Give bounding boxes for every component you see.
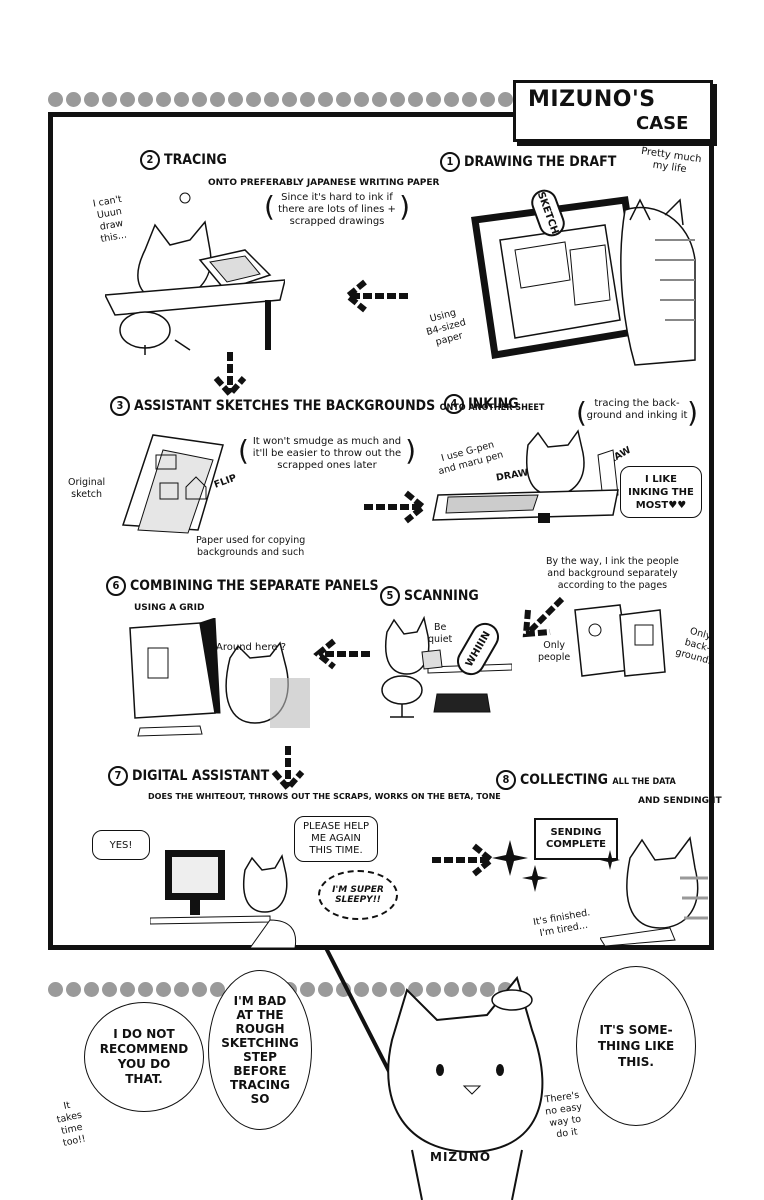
note-assistant-reason: It won't smudge as much and it'll be eas… — [238, 436, 416, 472]
arrow-6-to-7 — [271, 746, 305, 793]
step-3-extra: ONTO ANOTHER SHEET — [439, 403, 545, 413]
note-no-easy-way: There's no easy way to do it — [543, 1089, 583, 1141]
digital-assistant-art — [150, 850, 297, 949]
separate-pages-art — [574, 604, 666, 677]
top-dot-border — [48, 92, 513, 110]
speech-bad-at: I'M BAD AT THE ROUGH SKETCHING STEP BEFO… — [208, 970, 312, 1130]
title-box: MIZUNO'S CASE — [513, 80, 713, 142]
speech-yes: YES! — [92, 830, 150, 860]
speech-like-inking: I LIKE INKING THE MOST♥♥ — [620, 466, 702, 518]
main-panel-frame — [48, 112, 714, 950]
step-2-sub: ONTO PREFERABLY JAPANESE WRITING PAPER — [208, 178, 440, 188]
tracing-cat-art — [105, 192, 285, 355]
sparkles-art — [492, 840, 620, 892]
speech-something-like: IT'S SOME- THING LIKE THIS. — [576, 966, 696, 1126]
tired-cat-art — [600, 836, 708, 947]
step-6-sub: USING A GRID — [134, 603, 205, 613]
step-7-sub: DOES THE WHITEOUT, THROWS OUT THE SCRAPS… — [148, 792, 501, 801]
note-tracing-reason: Since it's hard to ink if there are lots… — [264, 192, 410, 228]
note-be-quiet: Be quiet — [428, 622, 453, 645]
combining-monitor-art — [129, 618, 310, 737]
sending-complete-window: SENDING COMPLETE — [534, 818, 618, 860]
note-paper-used: Paper used for copying backgrounds and s… — [196, 535, 306, 558]
arrow-7-to-8 — [432, 843, 496, 877]
arrow-3-to-4 — [364, 490, 428, 524]
note-original-sketch: Original sketch — [68, 477, 106, 500]
title-line2: CASE — [636, 113, 689, 134]
note-around-here: Around here ? — [216, 642, 287, 653]
speech-help-me: PLEASE HELP ME AGAIN THIS TIME. — [294, 816, 378, 862]
background-sketch-art — [121, 434, 224, 534]
note-by-the-way: By the way, I ink the people and backgro… — [546, 556, 679, 591]
speech-sleepy: I'M SUPER SLEEPY!! — [318, 870, 398, 920]
mizuno-label: MIZUNO — [430, 1150, 492, 1164]
note-inking-paren: tracing the back- ground and inking it — [576, 398, 698, 428]
speech-do-not-recommend: I DO NOT RECOMMEND YOU DO THAT. — [84, 1002, 204, 1112]
arrow-1-to-2 — [343, 279, 408, 313]
step-8-sub: AND SENDING IT — [638, 796, 722, 806]
tablet-drawing-art — [471, 196, 696, 366]
arrow-2-to-3 — [213, 352, 247, 399]
mizuno-cat-art — [387, 975, 544, 1200]
arrow-4-to-5 — [522, 596, 565, 638]
note-takes-time: It takes time too!! — [55, 1099, 87, 1149]
inking-cat-art — [432, 429, 619, 523]
arrow-5-to-6 — [313, 638, 370, 670]
step-8-extra: ALL THE DATA — [612, 777, 676, 787]
title-line1: MIZUNO'S — [528, 87, 656, 112]
note-only-people: Only people — [538, 640, 571, 663]
